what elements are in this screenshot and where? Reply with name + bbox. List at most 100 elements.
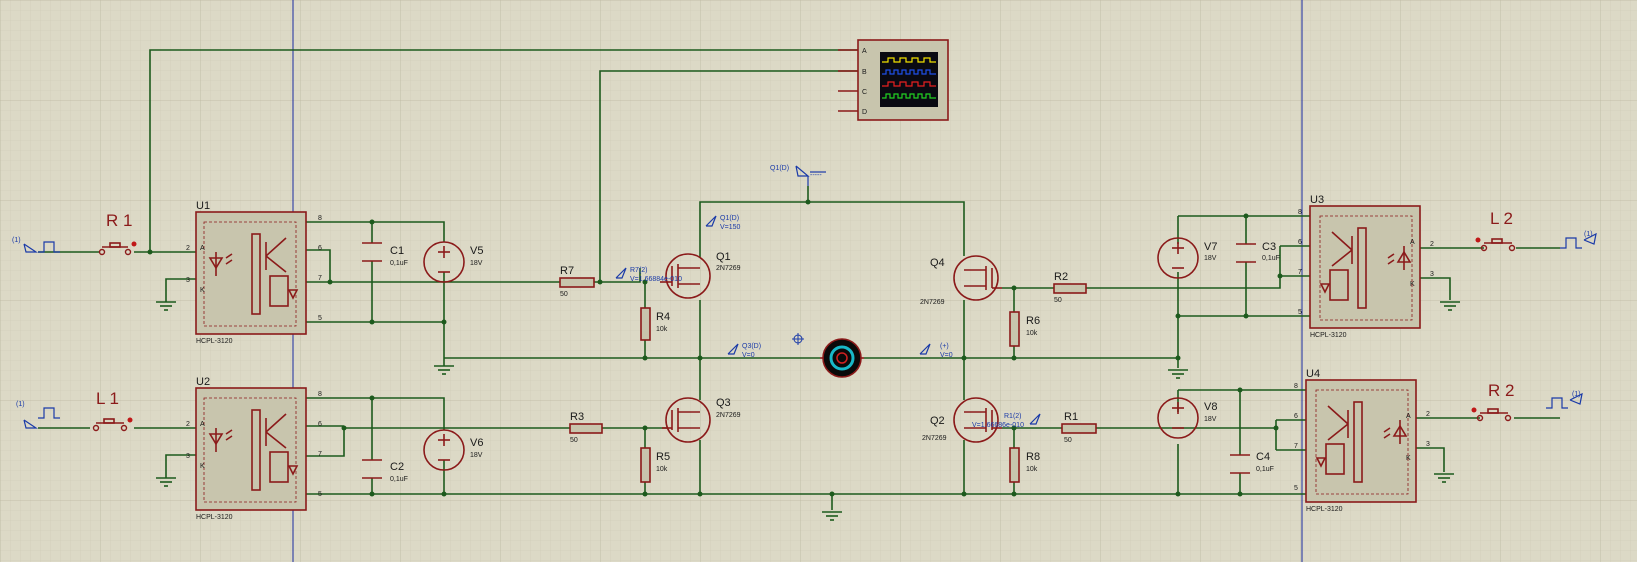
r1-ref: R1 (1064, 411, 1078, 423)
resistor-r5[interactable] (640, 447, 651, 483)
optocoupler-u4[interactable] (1305, 379, 1417, 503)
u4-pin-5: 5 (1294, 485, 1298, 492)
r8-ref: R8 (1026, 451, 1040, 463)
generator-right-top-icon[interactable] (1560, 232, 1597, 249)
resistor-r7[interactable] (559, 277, 595, 288)
capacitor-c3[interactable] (1236, 243, 1256, 263)
scope-pin-a: A (862, 48, 867, 55)
v6-value: 18V (470, 452, 483, 459)
q3-part: 2N7269 (716, 412, 741, 419)
u2-pin-2: 2 (186, 421, 190, 428)
generator-left-bottom-label: (1) (16, 401, 25, 408)
r6-value: 10k (1026, 330, 1038, 337)
generator-left-top-label: (1) (12, 237, 21, 244)
dc-source-v6[interactable] (423, 429, 465, 471)
u3-pin-6: 6 (1298, 239, 1302, 246)
switch-r1-label: R 1 (106, 211, 132, 230)
c1-value: 0,1uF (390, 260, 408, 267)
resistor-r2[interactable] (1053, 283, 1087, 294)
voltage-probe-q3d-icon[interactable] (727, 343, 739, 355)
capacitor-c2[interactable] (362, 459, 382, 479)
scope-pin-b: B (862, 69, 867, 76)
c3-value: 0,1uF (1262, 255, 1280, 262)
q3-ref: Q3 (716, 397, 731, 409)
voltage-probe-r1-icon[interactable] (1029, 413, 1041, 425)
pushbutton-r1[interactable] (98, 241, 137, 256)
u4-ref: U4 (1306, 368, 1320, 380)
capacitor-c4[interactable] (1230, 454, 1250, 474)
r7-value: 50 (560, 291, 568, 298)
r1-value: 50 (1064, 437, 1072, 444)
u2-pin-8: 8 (318, 391, 322, 398)
voltage-probe-q1d-top-icon[interactable] (795, 165, 826, 186)
mosfet-q3[interactable] (662, 397, 711, 443)
u1-part: HCPL-3120 (196, 338, 233, 345)
probe-r1-name: R1(2) (1004, 413, 1022, 420)
u1-pin-7: 7 (318, 275, 322, 282)
r6-ref: R6 (1026, 315, 1040, 327)
probe-q3d-value: V=0 (742, 352, 755, 359)
v5-value: 18V (470, 260, 483, 267)
r4-ref: R4 (656, 311, 670, 323)
probe-q3d-name: Q3(D) (742, 343, 761, 350)
v7-ref: V7 (1204, 241, 1217, 253)
resistor-r6[interactable] (1009, 311, 1020, 347)
resistor-r3[interactable] (569, 423, 603, 434)
pushbutton-l1[interactable] (92, 417, 133, 432)
q4-ref: Q4 (930, 257, 945, 269)
scope-pin-d: D (862, 109, 867, 116)
resistor-r8[interactable] (1009, 447, 1020, 483)
pushbutton-r2[interactable] (1471, 407, 1512, 422)
u1-pin-8: 8 (318, 215, 322, 222)
mosfet-q1[interactable] (660, 253, 711, 299)
u4-pin-6: 6 (1294, 413, 1298, 420)
voltage-probe-r7-icon[interactable] (615, 267, 627, 279)
q2-part: 2N7269 (922, 435, 947, 442)
optocoupler-u2[interactable] (195, 387, 307, 511)
probe-plus-value: V=0 (940, 352, 953, 359)
u3-ref: U3 (1310, 194, 1324, 206)
u4-pin-2: 2 (1426, 411, 1430, 418)
v7-value: 18V (1204, 255, 1217, 262)
dc-source-v5[interactable] (423, 241, 465, 283)
voltage-probe-q1d-icon[interactable] (705, 215, 717, 227)
generator-left-bottom-icon[interactable] (23, 407, 60, 429)
junction-dots (147, 199, 1283, 497)
oscilloscope[interactable]: A B C D (838, 39, 949, 121)
u1-ref: U1 (196, 200, 210, 212)
probe-q1d-value: V=150 (720, 224, 741, 231)
v6-ref: V6 (470, 437, 483, 449)
motor-icon[interactable] (820, 338, 864, 378)
u1-pin-2: 2 (186, 245, 190, 252)
scope-pin-c: C (862, 89, 867, 96)
r3-ref: R3 (570, 411, 584, 423)
q1-ref: Q1 (716, 251, 731, 263)
probe-q1d-name: Q1(D) (720, 215, 739, 222)
mosfet-q2[interactable] (953, 397, 1002, 443)
probe-q1d-top-name: Q1(D) (770, 165, 789, 172)
voltage-probe-plus-icon[interactable] (919, 343, 931, 355)
v8-value: 18V (1204, 416, 1217, 423)
q1-part: 2N7269 (716, 265, 741, 272)
probe-r7-name: R7(2) (630, 267, 648, 274)
c4-value: 0,1uF (1256, 466, 1274, 473)
dc-source-v8[interactable] (1157, 397, 1199, 439)
optocoupler-u3[interactable] (1309, 205, 1421, 329)
v5-ref: V5 (470, 245, 483, 257)
u1-pin-6: 6 (318, 245, 322, 252)
pushbutton-l2[interactable] (1475, 237, 1516, 252)
c2-value: 0,1uF (390, 476, 408, 483)
c2-ref: C2 (390, 461, 404, 473)
generator-left-top-icon[interactable] (23, 241, 60, 253)
resistor-r1[interactable] (1061, 423, 1097, 434)
u3-pin-3: 3 (1430, 271, 1434, 278)
u3-pin-7: 7 (1298, 269, 1302, 276)
generator-right-bottom-icon[interactable] (1546, 392, 1583, 409)
optocoupler-u1[interactable] (195, 211, 307, 335)
mosfet-q4[interactable] (953, 255, 1002, 301)
dc-source-v7[interactable] (1157, 237, 1199, 279)
probe-r7-value: V=1.66884e-010 (630, 276, 682, 283)
capacitor-c1[interactable] (362, 242, 382, 262)
resistor-r4[interactable] (640, 307, 651, 341)
